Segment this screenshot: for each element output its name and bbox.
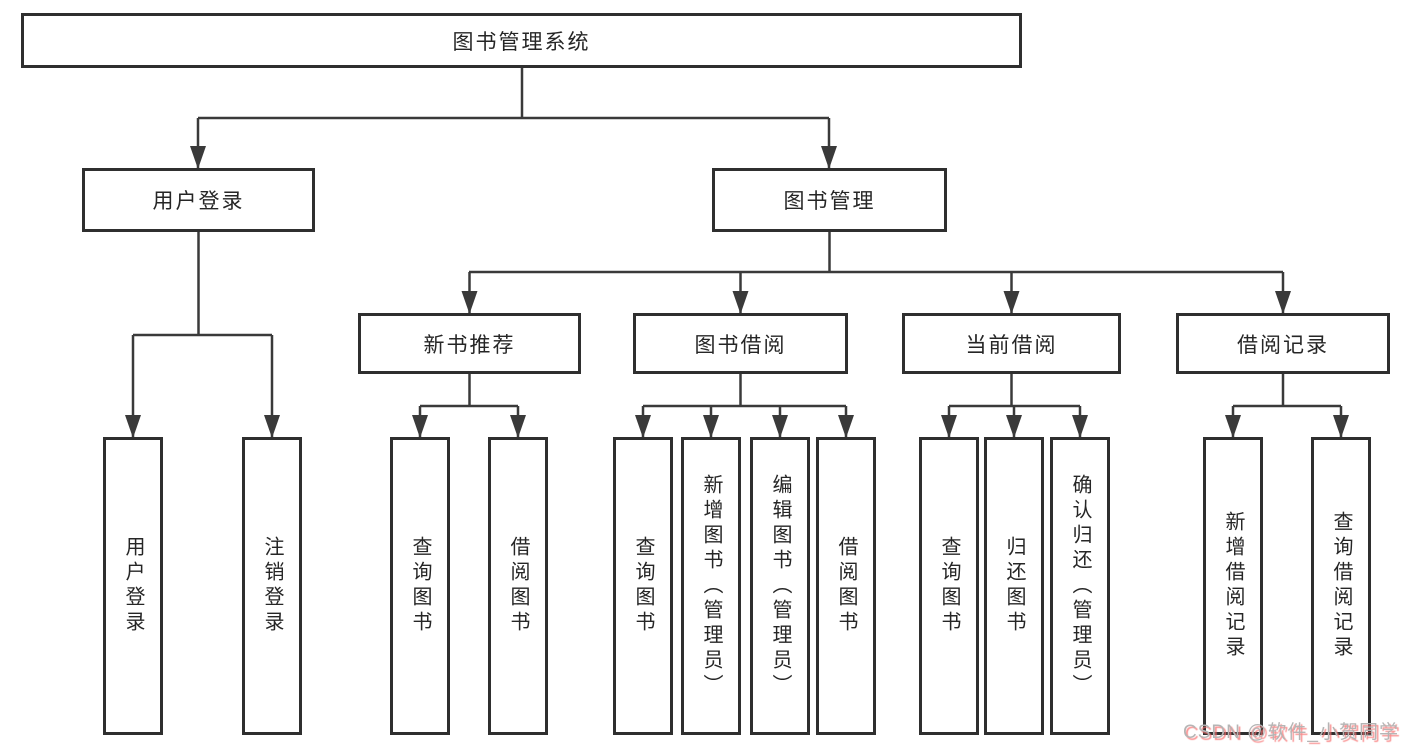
node-borrow-records: 借阅记录 xyxy=(1176,313,1390,374)
node-user-login: 用户登录 xyxy=(82,168,315,232)
leaf-current-query-books: 查询图书 xyxy=(919,437,979,735)
leaf-borrowing-query-books: 查询图书 xyxy=(613,437,673,735)
leaf-confirm-return-admin: 确认归还（管理员） xyxy=(1050,437,1110,735)
leaf-add-borrow-record: 新增借阅记录 xyxy=(1203,437,1263,735)
leaf-user-login: 用户登录 xyxy=(103,437,163,735)
node-new-book-recommend: 新书推荐 xyxy=(358,313,581,374)
leaf-return-books: 归还图书 xyxy=(984,437,1044,735)
leaf-recommend-borrow-books: 借阅图书 xyxy=(488,437,548,735)
node-current-borrowing: 当前借阅 xyxy=(902,313,1121,374)
leaf-logout: 注销登录 xyxy=(242,437,302,735)
node-root-system: 图书管理系统 xyxy=(21,13,1022,68)
csdn-watermark: CSDN @软件_小贺同学 xyxy=(1183,722,1399,743)
node-book-borrowing: 图书借阅 xyxy=(633,313,848,374)
leaf-recommend-query-books: 查询图书 xyxy=(390,437,450,735)
leaf-query-borrow-record: 查询借阅记录 xyxy=(1311,437,1371,735)
leaf-add-books-admin: 新增图书（管理员） xyxy=(681,437,741,735)
leaf-borrow-books: 借阅图书 xyxy=(816,437,876,735)
leaf-edit-books-admin: 编辑图书（管理员） xyxy=(750,437,810,735)
node-book-management: 图书管理 xyxy=(712,168,947,232)
